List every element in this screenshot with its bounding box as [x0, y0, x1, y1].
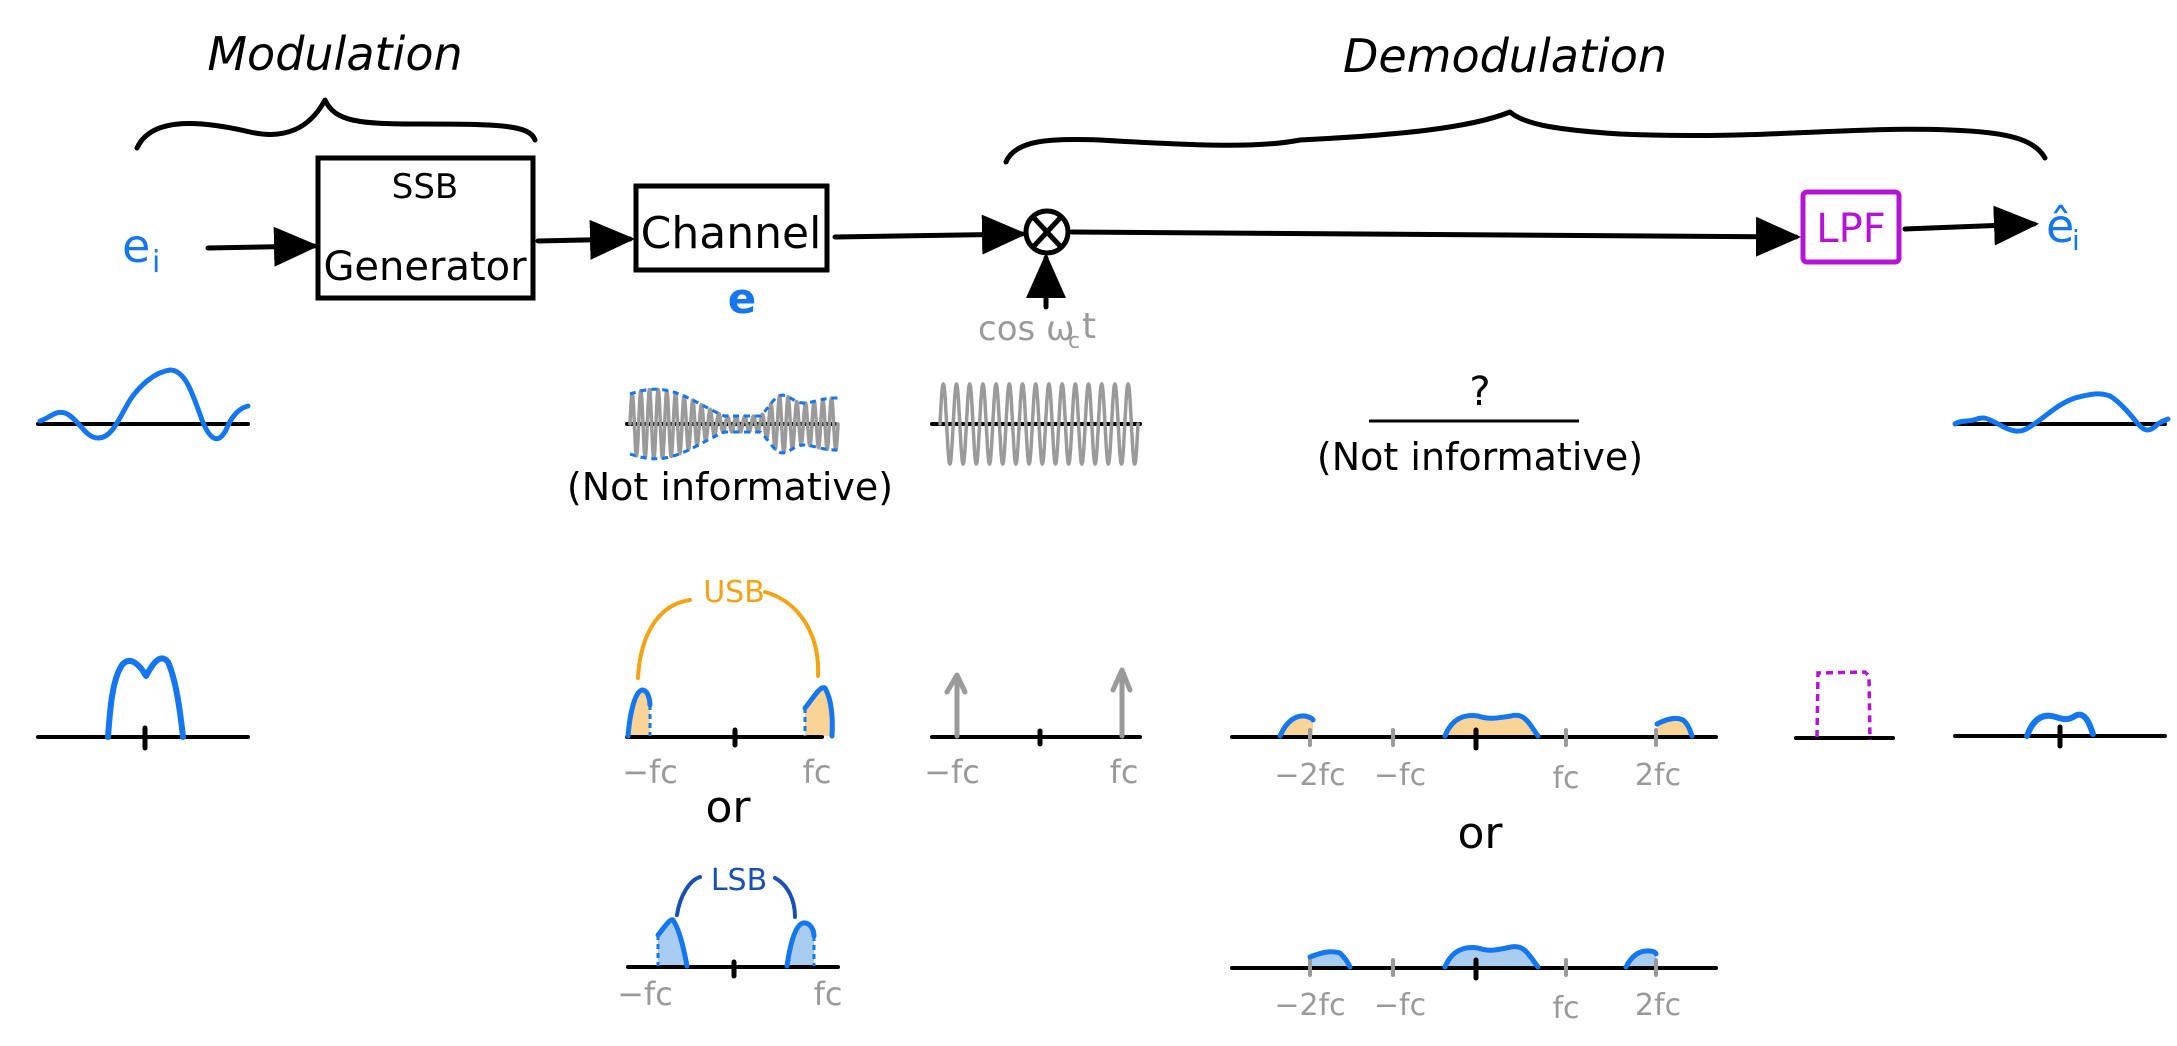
channel-signal-label: e	[728, 274, 757, 323]
svg-text:ê: ê	[2046, 199, 2074, 253]
svg-text:t: t	[1082, 306, 1096, 347]
output-signal-label: ê i	[2046, 199, 2080, 257]
modulation-brace	[134, 97, 538, 151]
lsb-neg-fc-label: −fc	[617, 975, 673, 1013]
multiplier-node[interactable]	[1023, 208, 1071, 256]
mixer-spectrum-usb: −2fc −fc fc 2fc	[1230, 712, 1718, 796]
usb-label: USB	[703, 575, 765, 610]
channel-block[interactable]: Channel	[633, 183, 830, 273]
svg-text:c: c	[1068, 329, 1080, 354]
carrier-pos-fc-label: fc	[1110, 753, 1139, 791]
svg-text:i: i	[152, 245, 160, 280]
input-signal-label: e i	[122, 219, 160, 280]
lsb-mix-neg-2fc-label: −2fc	[1274, 988, 1345, 1023]
channel-label: Channel	[641, 208, 822, 259]
svg-text:e: e	[122, 219, 150, 273]
lpf-block[interactable]: LPF	[1800, 189, 1902, 265]
ssb-generator-label-line2: Generator	[323, 244, 527, 290]
input-time-waveform	[36, 367, 251, 442]
lsb-mix-neg-fc-label: −fc	[1374, 988, 1426, 1023]
input-spectrum	[36, 655, 250, 751]
svg-text:i: i	[2072, 224, 2080, 257]
lsb-pos-fc-label: fc	[814, 975, 843, 1013]
channel-to-mixer-arrow	[832, 214, 1027, 255]
channel-not-informative: (Not informative)	[567, 465, 893, 509]
usb-mix-pos-2fc-label: 2fc	[1635, 758, 1681, 793]
carrier-time-waveform	[930, 382, 1142, 466]
lpf-label: LPF	[1816, 206, 1885, 252]
output-time-waveform	[1952, 391, 2171, 434]
svg-text:cos ω: cos ω	[978, 309, 1075, 349]
lpf-to-output-arrow	[1902, 205, 2039, 246]
or-separator-2: or	[1457, 808, 1503, 859]
lpf-response	[1794, 670, 1895, 741]
ssb-generator-label-line1: SSB	[392, 167, 459, 207]
carrier-label: cos ω c t	[978, 306, 1096, 354]
demodulation-title: Demodulation	[1343, 29, 1667, 83]
svg-text:?: ?	[1469, 369, 1490, 415]
usb-mix-neg-2fc-label: −2fc	[1274, 758, 1345, 793]
mixer-output-unknown: ? (Not informative)	[1317, 369, 1643, 479]
lsb-mix-pos-fc-label: fc	[1552, 991, 1579, 1026]
carrier-neg-fc-label: −fc	[924, 753, 980, 791]
usb-pos-fc-label: fc	[803, 753, 832, 791]
ssb-to-channel-arrow	[535, 219, 635, 260]
channel-time-waveform	[625, 387, 840, 461]
usb-mix-neg-fc-label: −fc	[1374, 758, 1426, 793]
output-spectrum	[1953, 711, 2167, 749]
or-separator-1: or	[705, 782, 751, 833]
carrier-spectrum: −fc fc	[924, 667, 1142, 791]
ssb-generator-block[interactable]: SSB Generator	[315, 155, 536, 301]
modulation-title: Modulation	[207, 27, 462, 81]
mixer-spectrum-lsb: −2fc −fc fc 2fc	[1230, 944, 1718, 1026]
svg-text:(Not informative): (Not informative)	[1317, 435, 1643, 479]
input-arrow	[205, 226, 319, 267]
usb-spectrum: USB −fc fc	[622, 575, 835, 791]
lsb-mix-pos-2fc-label: 2fc	[1635, 988, 1681, 1023]
mixer-to-lpf-arrow	[1069, 216, 1801, 257]
demodulation-brace	[1003, 109, 2048, 165]
usb-mix-pos-fc-label: fc	[1552, 761, 1579, 796]
lsb-label: LSB	[711, 863, 767, 898]
usb-neg-fc-label: −fc	[622, 753, 678, 791]
lsb-spectrum: LSB −fc fc	[617, 863, 842, 1013]
